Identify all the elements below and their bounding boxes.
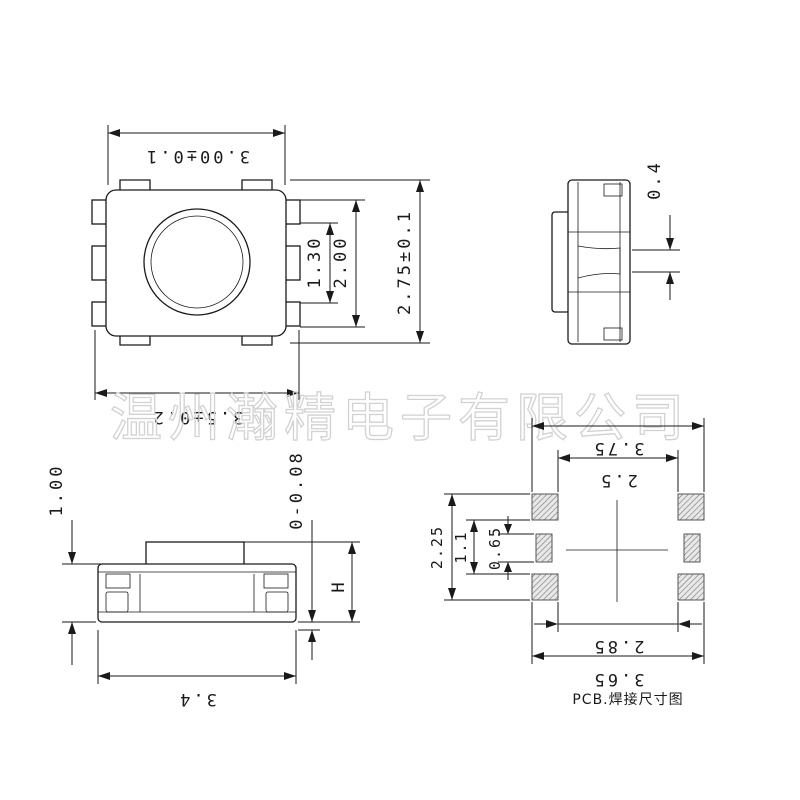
pcb-pad	[531, 573, 559, 601]
top-overall-width-label: 3.5±0.2	[151, 407, 244, 427]
pcb-dim-11: 1.1	[452, 530, 470, 563]
plunger-outer	[143, 208, 251, 316]
front-h-label: H	[329, 579, 349, 592]
top-view: 3.00±0.1 3.5±0.2 2.75±0.1 2.00 1.30	[91, 125, 430, 427]
company-watermark: 温州瀚精电子有限公司	[110, 389, 690, 449]
top-dim-200: 2.00	[331, 236, 351, 289]
front-tolerance-label: 0-0.08	[287, 450, 307, 529]
pcb-pad	[683, 533, 701, 563]
pcb-pad	[677, 573, 705, 601]
side-view-plunger	[551, 211, 571, 313]
top-width-label: 3.00±0.1	[144, 146, 250, 166]
pcb-dim-365: 3.65	[592, 669, 645, 689]
side-dim-04: 0.4	[645, 160, 665, 200]
pcb-pad	[677, 493, 705, 521]
side-view: 0.4	[551, 160, 680, 345]
pcb-dim-065: 0.65	[486, 526, 504, 570]
pcb-dim-25: 2.5	[598, 470, 638, 490]
front-view-body	[97, 563, 297, 623]
pcb-dim-285: 2.85	[592, 636, 645, 656]
side-view-body	[567, 179, 631, 345]
top-height-label: 2.75±0.1	[395, 209, 415, 315]
front-height-label: 1.00	[47, 464, 67, 517]
front-width-label: 3.4	[177, 689, 217, 709]
front-view: 1.00 H 0-0.08 3.4	[47, 450, 360, 709]
pcb-dim-375: 3.75	[592, 438, 645, 458]
pcb-pad	[535, 533, 553, 563]
pcb-pad	[531, 493, 559, 521]
top-dim-130: 1.30	[305, 236, 325, 289]
front-view-plunger	[145, 541, 245, 567]
pcb-footprint: 3.75 2.5 2.85 3.65 2.25	[428, 418, 705, 708]
pcb-dim-225: 2.25	[428, 525, 446, 569]
plunger-inner	[150, 215, 244, 309]
pcb-caption: PCB.焊接尺寸图	[572, 691, 683, 708]
